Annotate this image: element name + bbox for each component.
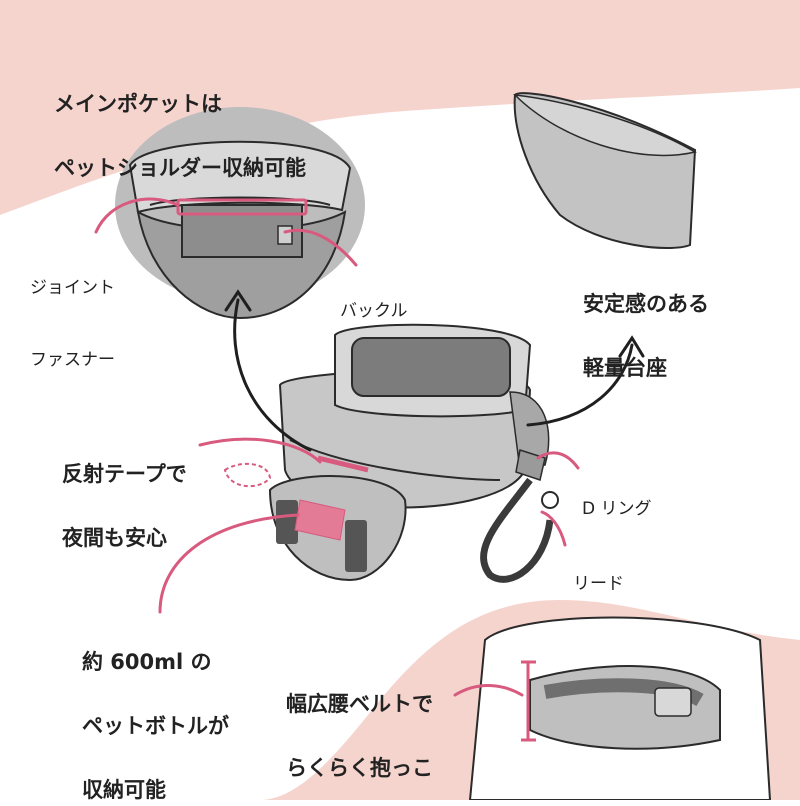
callout-leash-text: リード — [573, 574, 624, 594]
callout-buckle: バックル — [340, 272, 408, 324]
callout-joint-fastener: ジョイント ファスナー — [30, 234, 115, 378]
callout-main-pocket: メインポケットは ペットショルダー収納可能 — [54, 56, 306, 184]
main-pocket-illustration — [115, 107, 365, 320]
callout-main-pocket-line1: メインポケットは — [54, 92, 222, 116]
callout-seat: 安定感のある 軽量台座 — [583, 256, 709, 384]
leader-d-ring — [536, 451, 580, 470]
belt-illustration — [468, 616, 772, 800]
callout-seat-line1: 安定感のある — [583, 292, 709, 316]
callout-bottle-line2: ペットボトルが — [82, 714, 229, 738]
callout-bottle-line1: 約 600ml の — [82, 650, 212, 674]
callout-d-ring-text: D リング — [582, 499, 652, 519]
leader-reflective — [198, 437, 322, 464]
callout-leash: リード — [573, 545, 624, 597]
callout-belt-line2: らくらく抱っこ — [286, 756, 433, 780]
leader-leash — [540, 510, 567, 547]
arrow-to-main-pocket — [233, 298, 312, 452]
leader-bottle — [158, 513, 300, 614]
seat-base-illustration — [512, 92, 698, 250]
callout-reflective-line1: 反射テープで — [62, 462, 187, 486]
arrows — [224, 289, 645, 452]
callout-reflective-line2: 夜間も安心 — [62, 526, 167, 550]
callout-reflective: 反射テープで 夜間も安心 — [62, 426, 187, 554]
leader-buckle — [283, 228, 358, 267]
bag-illustration — [223, 323, 559, 583]
callout-joint-fastener-line2: ファスナー — [30, 350, 115, 370]
callout-joint-fastener-line1: ジョイント — [30, 278, 115, 298]
callout-buckle-text: バックル — [340, 301, 408, 321]
callout-seat-line2: 軽量台座 — [583, 356, 667, 380]
callout-bottle-line3: 収納可能 — [82, 778, 166, 802]
callout-main-pocket-line2: ペットショルダー収納可能 — [54, 156, 306, 180]
leader-joint-fastener — [94, 197, 180, 234]
leader-lines — [94, 197, 580, 697]
leader-belt — [453, 684, 524, 697]
arrow-to-seat — [526, 343, 634, 427]
callout-belt-line1: 幅広腰ベルトで — [286, 692, 433, 716]
callout-bottle: 約 600ml の ペットボトルが 収納可能 — [82, 614, 229, 806]
callout-d-ring: D リング — [582, 470, 652, 522]
callout-belt: 幅広腰ベルトで らくらく抱っこ — [286, 656, 433, 784]
